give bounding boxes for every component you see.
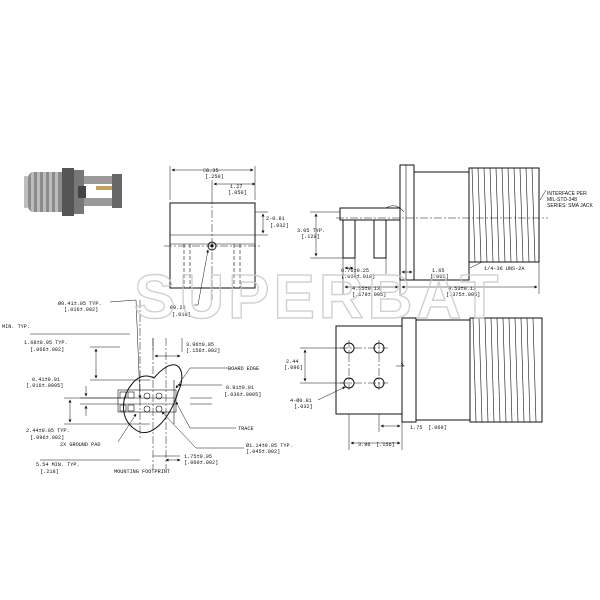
height: 3.05 TYP. <box>297 228 325 234</box>
thread-ridge <box>513 167 518 263</box>
interface-note-2: MIL-STD-348 <box>547 197 577 203</box>
edge-dim-in: [.069] <box>428 425 447 431</box>
pad-width-in: [.096±.002] <box>30 435 64 441</box>
pad-pitch-in: [.066±.002] <box>30 347 64 353</box>
front-width-in: [.250] <box>205 174 224 180</box>
thread-ridge <box>520 317 525 423</box>
side-slot-in: [.032] <box>270 223 289 229</box>
connector-render <box>24 168 122 216</box>
gap-dim: 0.91±0.01 <box>226 385 254 391</box>
ground-pad: 2X GROUND PAD <box>60 442 100 448</box>
thread-ridge <box>496 317 501 423</box>
thread-ridge <box>495 167 500 263</box>
front-offset-in: [.050] <box>228 190 247 196</box>
body-dim-in: [.156] <box>376 442 395 448</box>
height-in: [.120] <box>301 234 320 240</box>
thread-ridge <box>531 167 536 263</box>
trace-width: 0.41±0.01 <box>32 377 60 383</box>
pin-diameter: Ø0.25 <box>170 304 186 311</box>
spacing-dim-in: [.069±.002] <box>184 460 218 466</box>
flange-dim: 1.65 <box>432 268 444 274</box>
footprint-width-in: [.156±.002] <box>186 348 220 354</box>
pin-diameter-in: [.010] <box>172 312 191 318</box>
board-edge: BOARD EDGE <box>228 366 259 372</box>
mounting-footprint <box>30 299 244 470</box>
hole-dim-in: [.045±.002] <box>246 449 280 455</box>
pitch-dim: 2.44 <box>286 359 298 365</box>
pitch-dim-in: [.096] <box>284 365 303 371</box>
thread-ridge <box>477 167 482 263</box>
thread-ridge <box>525 167 530 263</box>
hole-dim: Ø1.14±0.05 TYP. <box>246 442 293 449</box>
interface-note-1: INTERFACE PER <box>547 191 587 197</box>
front-offset: 1.27 <box>230 184 242 190</box>
front-view <box>164 166 268 306</box>
thread-ridge <box>471 167 476 263</box>
thread-ridge <box>532 317 537 423</box>
thread-ridge <box>519 167 524 263</box>
spacing-dim: 1.75±0.05 <box>184 454 212 460</box>
length-b-in: [.375±.005] <box>446 292 480 298</box>
min-length: 5.54 MIN. TYP. <box>36 462 80 468</box>
interface-note-3: SERIES: SMA JACK <box>547 203 594 209</box>
thread-ridge <box>502 317 507 423</box>
top-view <box>300 317 543 450</box>
thread-ridge <box>472 317 477 423</box>
mounting-footprint-label: MOUNTING FOOTPRINT <box>114 469 170 475</box>
thread-spec: 1/4-36 UNS-2A <box>484 266 525 272</box>
gap-dim-in: [.036±.0005] <box>224 392 261 398</box>
thread-ridge <box>489 167 494 263</box>
pad-pitch: 1.68±0.05 TYP. <box>24 340 68 346</box>
watermark: SUPERBAT <box>134 263 502 332</box>
tab-thickness: 0.76±0.25 <box>341 268 369 274</box>
thread-ridge <box>490 317 495 423</box>
length-b: 9.53±0.13 <box>448 286 476 292</box>
thread-ridge <box>508 317 513 423</box>
holes-dim-in: [.032] <box>294 404 313 410</box>
pad-width: 2.44±0.05 TYP. <box>26 428 70 434</box>
flange-dim-in: [.065] <box>430 274 449 280</box>
length-a-in: [.179±.005] <box>352 292 386 298</box>
thread-ridge <box>483 167 488 263</box>
tab-thickness-in: [.030±.010] <box>341 274 375 280</box>
side-slot: 2-0.81 <box>266 216 285 222</box>
length-a: 4.55±0.13 <box>352 286 380 292</box>
trace-width-in: [.016±.0005] <box>26 383 63 389</box>
thread-ridge <box>501 167 506 263</box>
via-dim-in: [.016±.002] <box>64 307 98 313</box>
min-typ: MIN. TYP. <box>2 324 30 330</box>
via-dim: Ø0.41±.05 TYP. <box>58 300 102 307</box>
edge-dim: 1.75 <box>410 425 422 431</box>
thread-ridge <box>478 317 483 423</box>
thread-ridge <box>507 167 512 263</box>
thread-ridge <box>484 317 489 423</box>
front-width: □6.35 <box>203 168 219 174</box>
thread-ridge <box>526 317 531 423</box>
min-length-in: [.218] <box>40 469 59 475</box>
body-dim: 3.96 <box>358 442 370 448</box>
side-view <box>310 164 548 294</box>
holes-dim: 4-Ø0.81 <box>290 397 312 404</box>
thread-ridge <box>514 317 519 423</box>
footprint-width: 3.96±0.05 <box>186 342 214 348</box>
trace-label: TRACE <box>238 426 254 432</box>
